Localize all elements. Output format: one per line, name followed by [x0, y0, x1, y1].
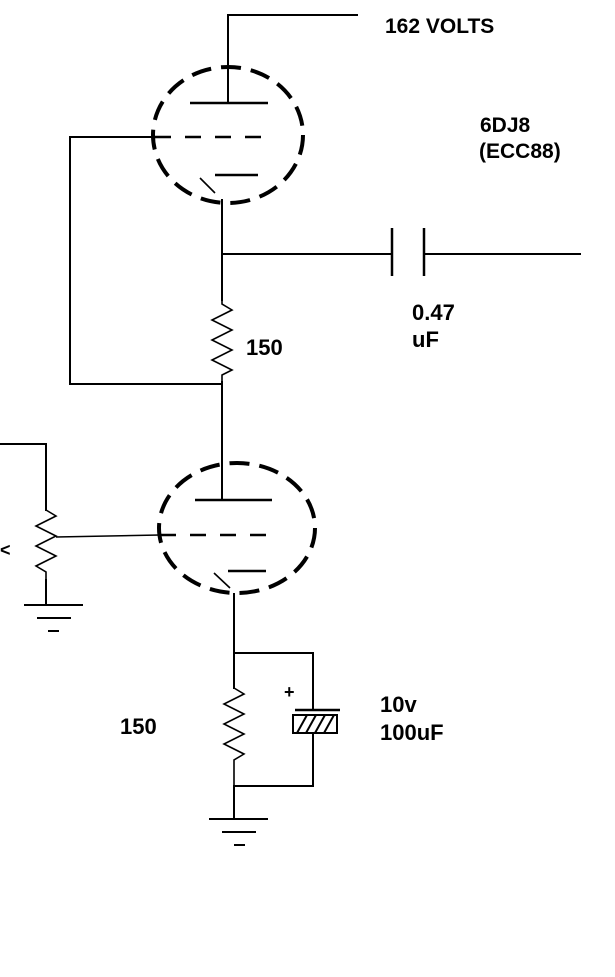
coupling-cap-unit-label: uF: [412, 327, 439, 352]
bypass-capacitor: [233, 708, 340, 819]
supply-wire: [227, 14, 358, 104]
lower-tube-envelope: [157, 461, 317, 595]
input-arrow-marker: <: [0, 540, 11, 560]
middle-resistor-label: 150: [246, 335, 283, 360]
input-potentiometer: [0, 443, 161, 606]
bypass-cap-voltage-label: 10v: [380, 692, 417, 717]
lower-triode: [157, 461, 317, 595]
bypass-cap-value-label: 100uF: [380, 720, 444, 745]
lower-tube-cathode: [213, 569, 266, 589]
coupling-cap-value-label: 0.47: [412, 300, 455, 325]
tube-equivalent-label: (ECC88): [479, 140, 561, 163]
lower-cathode-wire: [233, 593, 314, 711]
supply-voltage-label: 162 VOLTS: [385, 15, 494, 38]
cathode-ground-symbol: [209, 818, 268, 846]
output-coupling-capacitor: [221, 228, 581, 276]
cathode-resistor: [222, 687, 246, 786]
upper-grid-feedback-wire: [69, 136, 223, 385]
upper-tube-cathode: [199, 173, 258, 194]
tube-type-label: 6DJ8: [480, 114, 531, 137]
middle-resistor: [210, 300, 234, 382]
cathode-resistor-label: 150: [120, 714, 157, 739]
input-ground-symbol: [24, 604, 83, 632]
bypass-cap-polarity-label: +: [284, 682, 295, 702]
